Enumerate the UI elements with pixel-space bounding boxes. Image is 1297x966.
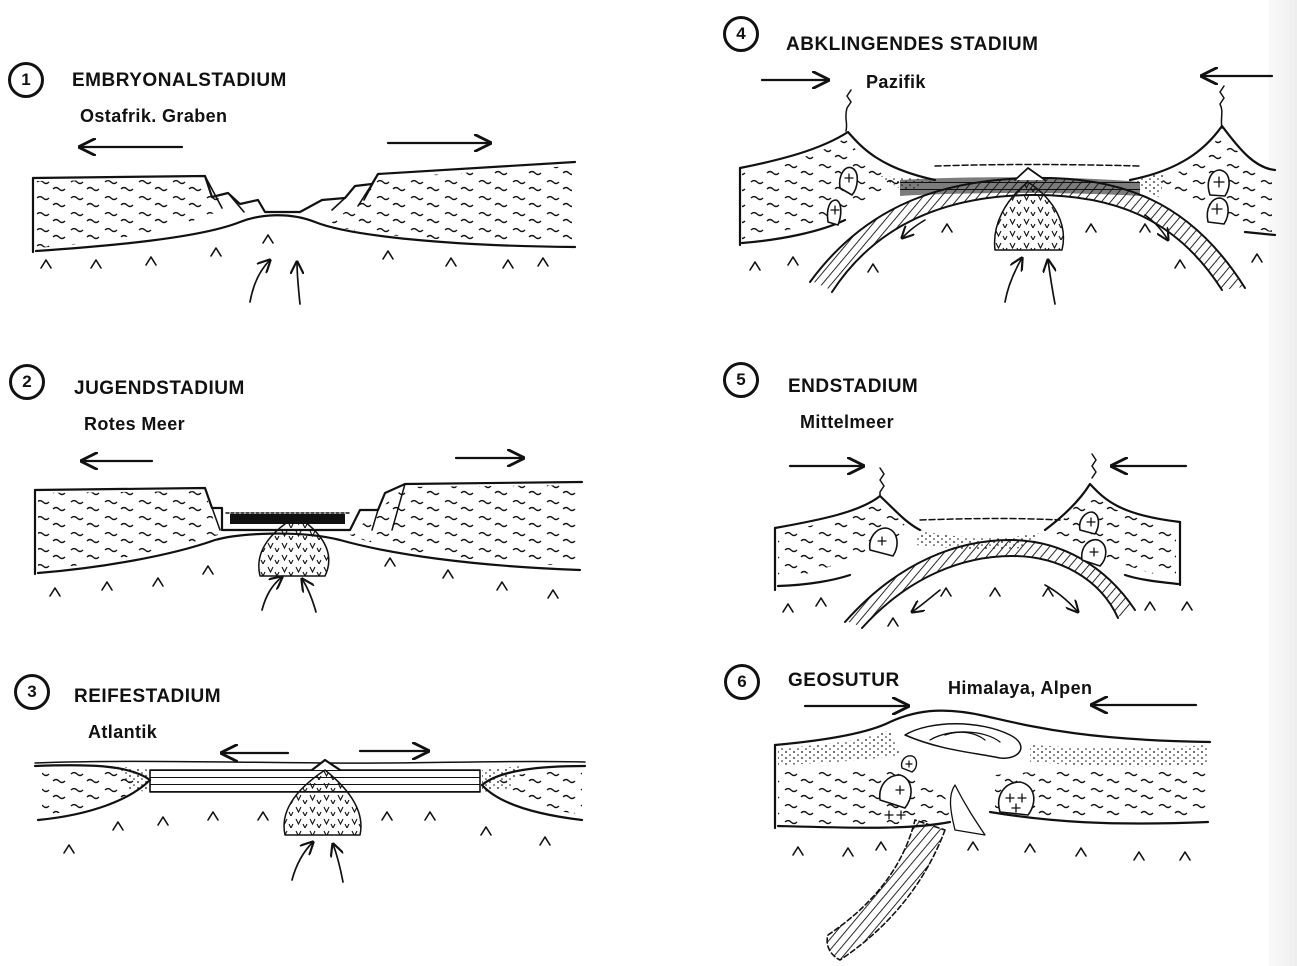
stage-number-1: 1 — [8, 62, 44, 98]
stage-title-1: EMBRYONALSTADIUM — [72, 70, 287, 92]
stage-3-cross-section — [35, 751, 585, 882]
stage-number-5: 5 — [723, 362, 759, 398]
stage-title-5: ENDSTADIUM — [788, 376, 918, 398]
stage-example-3: Atlantik — [88, 722, 157, 743]
stage-number-3: 3 — [14, 674, 50, 710]
stage-number-4: 4 — [723, 16, 759, 52]
stage-example-1: Ostafrik. Graben — [80, 106, 227, 127]
stage-title-6: GEOSUTUR — [788, 670, 900, 692]
stage-example-2: Rotes Meer — [84, 414, 185, 435]
stage-title-4: ABKLINGENDES STADIUM — [786, 34, 1038, 56]
stage-4-cross-section — [740, 76, 1275, 304]
stage-6-cross-section — [775, 705, 1210, 960]
stage-example-4: Pazifik — [866, 72, 926, 93]
stage-2-cross-section — [35, 458, 582, 612]
stage-title-3: REIFESTADIUM — [74, 686, 221, 708]
stage-title-2: JUGENDSTADIUM — [74, 378, 245, 400]
stage-number-2: 2 — [9, 364, 45, 400]
stage-5-cross-section — [775, 454, 1192, 628]
stage-example-5: Mittelmeer — [800, 412, 894, 433]
stage-number-6: 6 — [724, 664, 760, 700]
stage-1-cross-section — [33, 143, 575, 304]
stage-example-6: Himalaya, Alpen — [948, 678, 1092, 699]
